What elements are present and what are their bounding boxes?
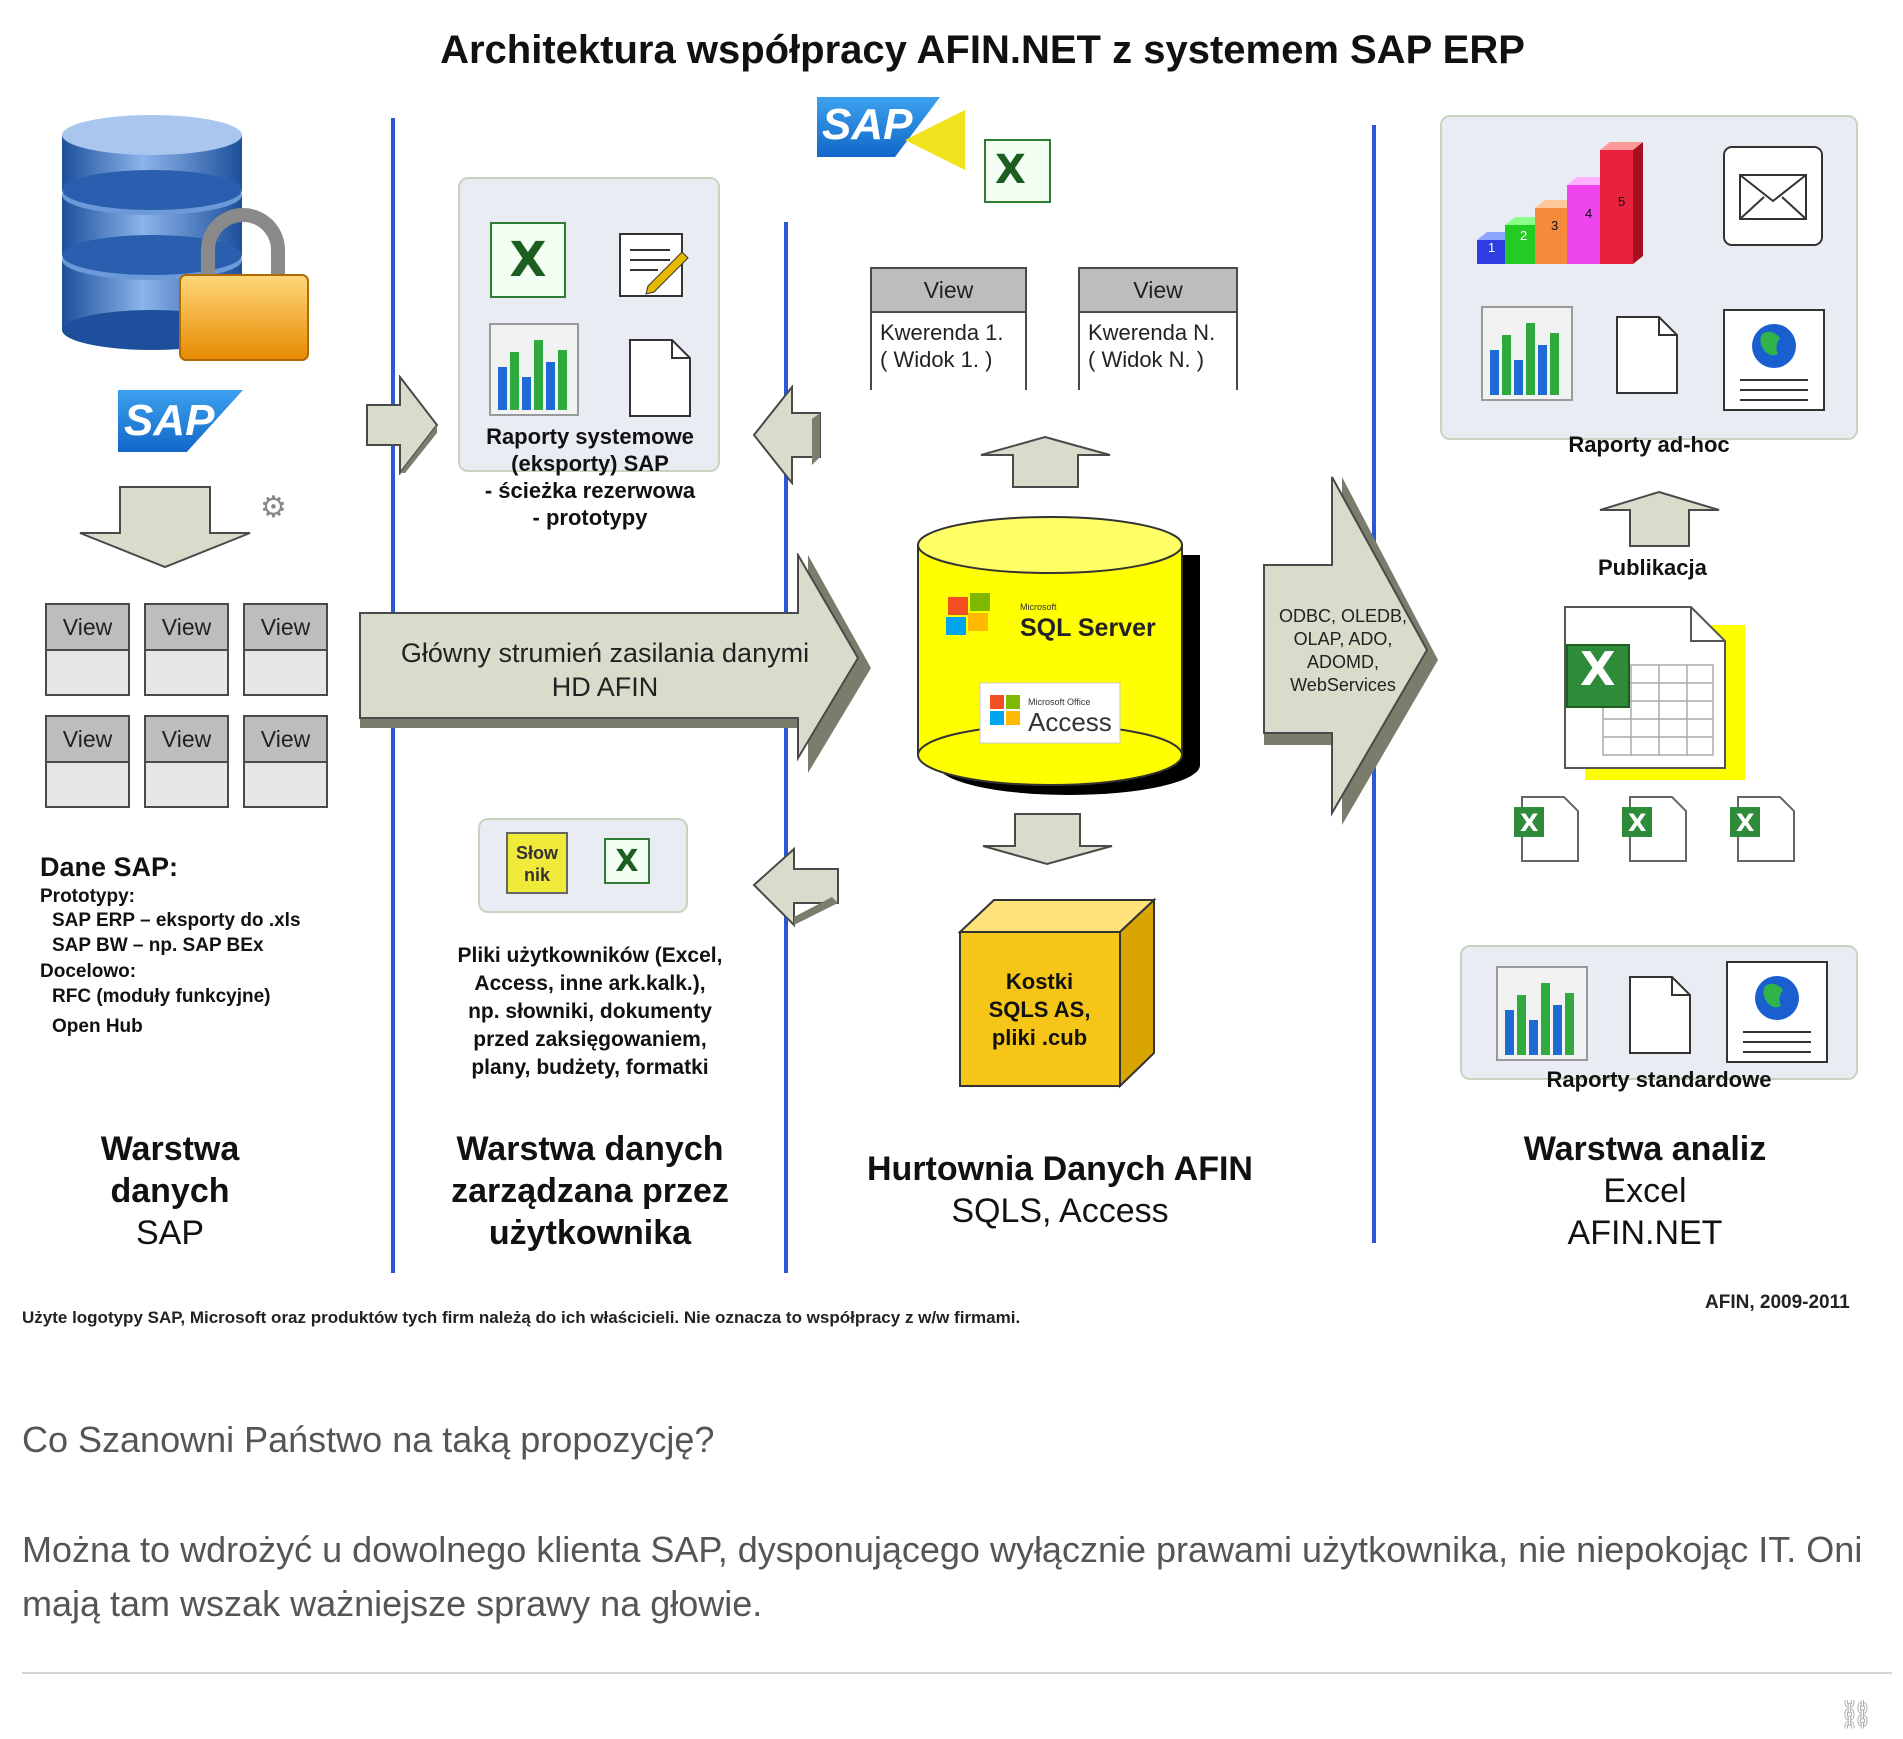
layer-title-analysis: Warstwa analiz Excel AFIN.NET bbox=[1523, 1130, 1767, 1252]
excel-icon: X bbox=[604, 838, 650, 884]
blank-document-icon bbox=[629, 339, 691, 417]
sap-logo-top: SAP bbox=[822, 100, 913, 149]
dane-sap-line: Open Hub bbox=[52, 1016, 143, 1037]
small-arrow-user-files bbox=[752, 846, 839, 928]
svg-text:X: X bbox=[1520, 809, 1539, 837]
dane-sap-line: Docelowo: bbox=[40, 961, 137, 982]
dane-sap-line: SAP BW – np. SAP BEx bbox=[52, 935, 264, 956]
excel-icon: X bbox=[995, 147, 1026, 193]
query-view-box-1: View Kwerenda 1.( Widok 1. ) bbox=[870, 267, 1027, 394]
user-files-label: Pliki użytkowników (Excel, Access, inne … bbox=[457, 944, 723, 1079]
blank-document-icon bbox=[1629, 976, 1691, 1054]
svg-text:X: X bbox=[1736, 809, 1755, 837]
view-box: View bbox=[243, 715, 328, 808]
access-label: Access bbox=[1028, 707, 1112, 737]
main-data-stream-arrow bbox=[359, 553, 871, 773]
excel-file-icon: X bbox=[1514, 796, 1579, 862]
envelope-icon bbox=[1723, 146, 1823, 246]
dane-sap-line: SAP ERP – eksporty do .xls bbox=[52, 910, 301, 931]
adhoc-reports-label: Raporty ad-hoc bbox=[1568, 432, 1730, 457]
web-page-globe-icon bbox=[1723, 309, 1825, 411]
small-arrow-into-system-reports bbox=[366, 375, 439, 475]
paragraph-body: Można to wdrożyć u dowolnego klienta SAP… bbox=[22, 1529, 1863, 1624]
query-view-box-n: View Kwerenda N.( Widok N. ) bbox=[1078, 267, 1238, 394]
view-box: View bbox=[45, 603, 130, 696]
small-arrow-out-system-reports bbox=[752, 385, 821, 485]
bar-chart-icon bbox=[489, 323, 579, 416]
sap-excel-logo bbox=[817, 97, 1051, 203]
gear-icon: ⚙ bbox=[260, 491, 287, 524]
view-box: View bbox=[243, 603, 328, 696]
view-box: View bbox=[144, 603, 229, 696]
stair-number: 4 bbox=[1585, 206, 1593, 221]
layer-title-dwh: Hurtownia Danych AFIN SQLS, Access bbox=[867, 1150, 1253, 1230]
web-page-globe-icon bbox=[1726, 961, 1828, 1063]
connector-arrow bbox=[1263, 476, 1438, 825]
layer-divider-2 bbox=[784, 222, 788, 1273]
database-lock-icon bbox=[62, 115, 309, 361]
dane-sap-line: RFC (moduły funkcyjne) bbox=[52, 986, 271, 1007]
query-view-text: Kwerenda 1.( Widok 1. ) bbox=[872, 313, 1025, 394]
stair-number: 5 bbox=[1618, 194, 1626, 209]
bar-chart-icon bbox=[1496, 966, 1588, 1061]
sql-server-label: SQL Server bbox=[1020, 614, 1156, 642]
stair-bar-chart-icon bbox=[1477, 142, 1643, 264]
olap-cube bbox=[958, 898, 1157, 1089]
dane-sap-line: Prototypy: bbox=[40, 886, 135, 907]
excel-icon: X bbox=[490, 222, 566, 298]
bar-chart-icon bbox=[1481, 306, 1573, 401]
section-divider bbox=[22, 1672, 1892, 1674]
layer-title-user: Warstwa danych zarządzana przez użytkown… bbox=[451, 1130, 729, 1252]
standard-reports-label: Raporty standardowe bbox=[1546, 1067, 1772, 1092]
sql-server-cylinder bbox=[917, 516, 1200, 795]
up-arrow-to-views bbox=[980, 435, 1111, 488]
document-pen-icon bbox=[619, 233, 689, 297]
stair-number: 2 bbox=[1520, 228, 1528, 243]
logo-disclaimer: Użyte logotypy SAP, Microsoft oraz produ… bbox=[22, 1308, 1021, 1327]
system-reports-label: Raporty systemowe (eksporty) SAP - ścież… bbox=[484, 424, 696, 530]
down-arrow-left bbox=[79, 486, 251, 569]
query-view-text: Kwerenda N.( Widok N. ) bbox=[1080, 313, 1236, 394]
sap-logo-left: SAP bbox=[118, 390, 243, 452]
permalink-icon[interactable]: ⛓ bbox=[1838, 1699, 1874, 1730]
excel-file-icon: X bbox=[1622, 796, 1687, 862]
excel-icon: X bbox=[1580, 642, 1616, 696]
copyright-note: AFIN, 2009-2011 bbox=[1705, 1292, 1850, 1313]
layer-title-sap: Warstwa danych SAP bbox=[100, 1130, 240, 1252]
excel-file-icon: X bbox=[1730, 796, 1795, 862]
connector-label: ODBC, OLEDB,OLAP, ADO,ADOMD,WebServices bbox=[1278, 606, 1408, 695]
up-arrow-publikacja bbox=[1599, 490, 1720, 547]
view-box: View bbox=[144, 715, 229, 808]
svg-text:X: X bbox=[1628, 809, 1647, 837]
stair-number: 3 bbox=[1551, 218, 1559, 233]
paragraph-question: Co Szanowni Państwo na taką propozycję? bbox=[22, 1419, 715, 1460]
excel-spreadsheet-icon bbox=[1564, 606, 1726, 769]
view-box: View bbox=[45, 715, 130, 808]
blank-document-icon bbox=[1616, 316, 1678, 394]
publikacja-label: Publikacja bbox=[1598, 555, 1707, 580]
access-office-text: Microsoft Office bbox=[1028, 697, 1091, 707]
main-data-stream-label: Główny strumień zasilania danymi HD AFIN bbox=[400, 638, 810, 702]
stair-number: 1 bbox=[1488, 240, 1496, 255]
dane-sap-heading: Dane SAP: bbox=[40, 852, 179, 882]
dictionary-icon: Słow nik bbox=[506, 832, 568, 894]
diagram-title: Architektura współpracy AFIN.NET z syste… bbox=[440, 28, 1525, 72]
down-arrow-to-cubes bbox=[982, 813, 1113, 866]
sql-server-small-text: Microsoft bbox=[1020, 602, 1057, 612]
